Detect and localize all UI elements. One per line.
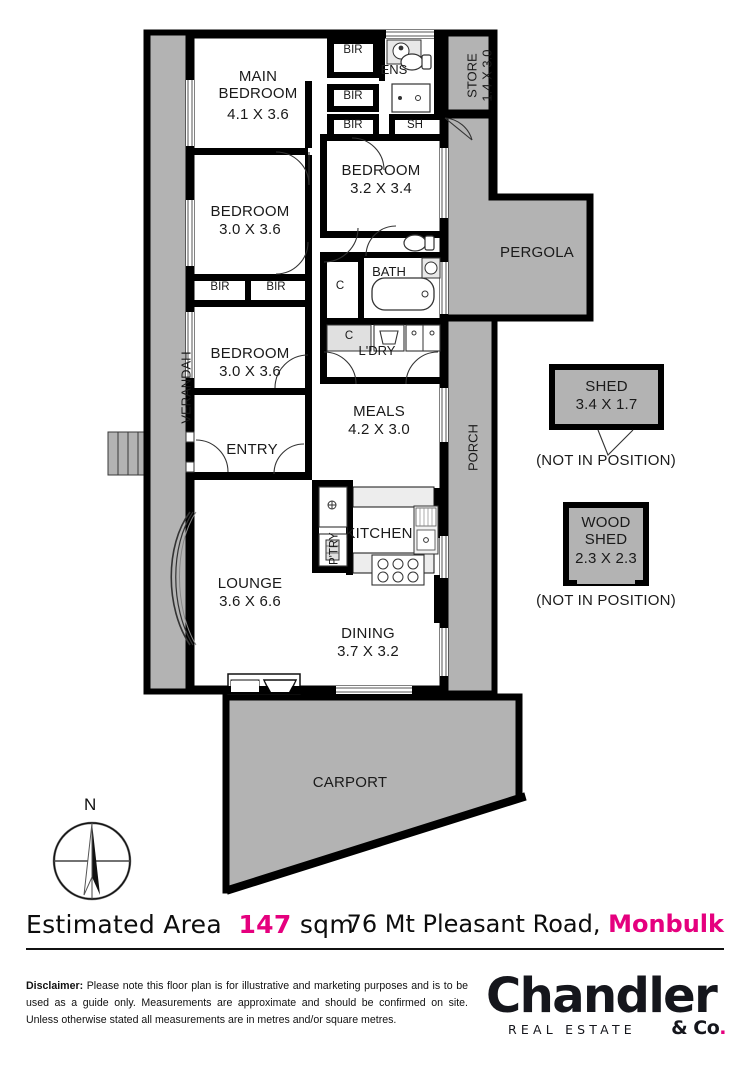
compass-rose: N: [48, 795, 146, 905]
brand-suffix: & Co.: [671, 1017, 726, 1039]
floor-plan-drawing: [107, 29, 664, 895]
ensuite-toilet-icon: [400, 53, 432, 71]
laundry-cupboard: [326, 324, 372, 352]
property-address: 76 Mt Pleasant Road, Monbulk: [347, 910, 724, 938]
laundry-vanity-icon: [405, 324, 441, 352]
estimated-area: Estimated Area 147 sqm: [26, 910, 354, 939]
fridge-icon: [318, 486, 348, 528]
address-suburb: Monbulk: [608, 910, 724, 938]
shed-door-swing: [597, 429, 634, 456]
estimated-area-prefix: Estimated Area: [26, 910, 222, 939]
wood-shed-outline: [563, 502, 649, 586]
verandah-steps-icon: [107, 431, 150, 476]
address-street: 76 Mt Pleasant Road,: [346, 910, 609, 938]
shed-outline: [549, 364, 664, 430]
bath-basin-icon: [421, 257, 441, 279]
porch-area: [447, 318, 497, 694]
bay-window-icon: [222, 673, 306, 695]
estimated-area-unit: sqm: [299, 910, 354, 939]
compass-icon: [52, 821, 132, 901]
title-divider: [26, 948, 724, 950]
brand-suffix-dot: .: [719, 1017, 726, 1039]
brand-name: Chandler: [486, 968, 718, 1024]
kitchen-cooktop-icon: [371, 554, 425, 586]
pergola-area: [447, 33, 590, 318]
oven-icon: [318, 533, 348, 567]
disclaimer-body: Please note this floor plan is for illus…: [26, 980, 468, 1027]
compass-north-label: N: [84, 795, 97, 814]
wood-shed-opening: [577, 578, 635, 584]
verandah-area: [148, 33, 190, 691]
brand-tagline: REAL ESTATE: [508, 1022, 636, 1037]
brand-logo: Chandler REAL ESTATE & Co.: [486, 972, 726, 1050]
title-line: Estimated Area 147 sqm 76 Mt Pleasant Ro…: [26, 910, 724, 954]
carport-area: [226, 697, 520, 891]
bath-toilet-icon: [403, 234, 435, 252]
kitchen-sink-icon: [413, 505, 439, 555]
laundry-trough-icon: [373, 324, 405, 352]
bathtub-icon: [371, 277, 435, 311]
title-block: Estimated Area 147 sqm 76 Mt Pleasant Ro…: [0, 900, 750, 1071]
ensuite-shower-icon: [391, 83, 431, 113]
estimated-area-value: 147: [238, 910, 292, 939]
disclaimer-text: Disclaimer: Please note this floor plan …: [26, 978, 468, 1029]
disclaimer-label: Disclaimer:: [26, 980, 84, 992]
bow-window-icon: [170, 511, 197, 646]
